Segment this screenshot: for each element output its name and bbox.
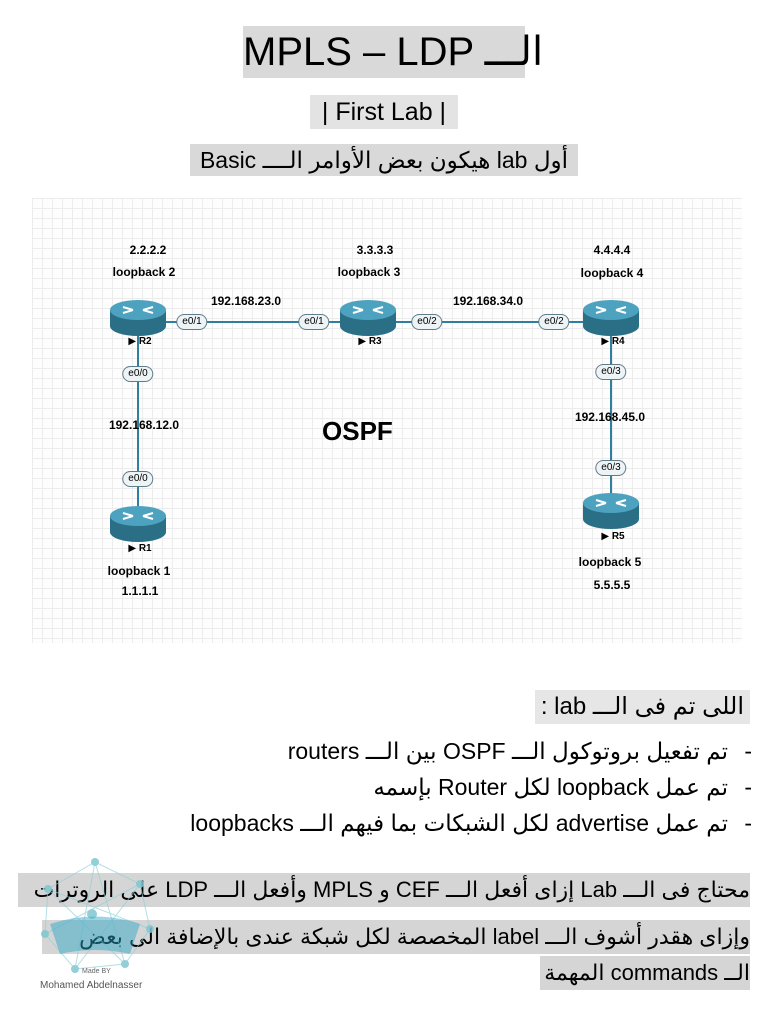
intro-line: أول lab هيكون بعض الأوامر الــــ Basic	[190, 144, 578, 176]
router-r1-name: ▶ R1	[128, 543, 152, 554]
bullet-text: تم عمل loopback لكل Router بإسمه	[373, 774, 728, 800]
r5-loopback-ip: 5.5.5.5	[593, 578, 631, 592]
bullet-item: تم تفعيل بروتوكول الـــ OSPF بين الـــ r…	[287, 738, 752, 765]
r3-loopback-ip: 3.3.3.3	[356, 243, 394, 257]
port-r4-e0-3[interactable]: e0/3	[595, 364, 627, 380]
port-r2-e0-1[interactable]: e0/1	[176, 314, 208, 330]
port-r5-e0-3[interactable]: e0/3	[595, 460, 627, 476]
r1-loopback-ip: 1.1.1.1	[121, 584, 159, 598]
page-title: MPLS – LDP الـــ	[243, 26, 543, 78]
made-by-label: Made BY	[82, 968, 111, 975]
router-r4-icon[interactable]	[582, 299, 640, 337]
bullet-text: تم عمل advertise لكل الشبكات بما فيهم ال…	[190, 810, 728, 836]
router-r5-name: ▶ R5	[601, 531, 625, 542]
router-r3-icon[interactable]	[339, 299, 397, 337]
lab-subtitle: | First Lab |	[310, 95, 458, 129]
bullet-dash: -	[744, 774, 752, 800]
network-r2-r3-label: 192.168.23.0	[210, 294, 282, 308]
r4-loopback-label: loopback 4	[580, 266, 644, 280]
r5-loopback-label: loopback 5	[578, 555, 642, 569]
bullet-dash: -	[744, 810, 752, 836]
next-lab-paragraph-1: محتاج فى الـــ Lab إزاى أفعل الـــ CEF و…	[18, 873, 750, 907]
router-r2-icon[interactable]	[109, 299, 167, 337]
next-lab-paragraph-2: وإزاى هقدر أشوف الـــ label المخصصة لكل …	[42, 920, 750, 954]
network-r4-r5-label: 192.168.45.0	[574, 410, 646, 424]
port-r3-e0-1[interactable]: e0/1	[298, 314, 330, 330]
port-r2-e0-0[interactable]: e0/0	[122, 366, 154, 382]
network-r1-r2-label: 192.168.12.0	[108, 418, 180, 432]
router-r3-name: ▶ R3	[358, 336, 382, 347]
r4-loopback-ip: 4.4.4.4	[593, 243, 631, 257]
port-r4-e0-2[interactable]: e0/2	[538, 314, 570, 330]
network-topology-diagram: ▶ R2 ▶ R3 ▶ R4 ▶ R1 ▶ R5 2.2.2.2 loopbac…	[32, 198, 742, 643]
ospf-area-label: OSPF	[322, 416, 393, 446]
bullet-text: تم تفعيل بروتوكول الـــ OSPF بين الـــ r…	[287, 738, 728, 764]
router-r2-name: ▶ R2	[128, 336, 152, 347]
router-r4-name: ▶ R4	[601, 336, 625, 347]
router-r5-icon[interactable]	[582, 492, 640, 530]
author-name: Mohamed Abdelnasser	[40, 980, 143, 991]
bullet-item: تم عمل advertise لكل الشبكات بما فيهم ال…	[190, 810, 752, 837]
bullet-item: تم عمل loopback لكل Router بإسمه-	[373, 774, 752, 801]
port-r3-e0-2[interactable]: e0/2	[411, 314, 443, 330]
bullet-dash: -	[744, 738, 752, 764]
author-logo-icon	[41, 858, 154, 973]
port-r1-e0-0[interactable]: e0/0	[122, 471, 154, 487]
r1-loopback-label: loopback 1	[107, 564, 171, 578]
r2-loopback-label: loopback 2	[112, 265, 176, 279]
r2-loopback-ip: 2.2.2.2	[129, 243, 167, 257]
lab-done-heading: اللى تم فى الـــ lab :	[534, 690, 750, 724]
network-r3-r4-label: 192.168.34.0	[452, 294, 524, 308]
r3-loopback-label: loopback 3	[337, 265, 401, 279]
router-r1-icon[interactable]	[109, 505, 167, 543]
next-lab-paragraph-3: الــ commands المهمة	[540, 956, 750, 990]
